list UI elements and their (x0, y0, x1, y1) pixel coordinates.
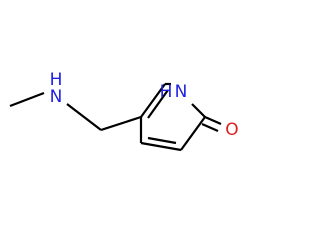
amine-nh-label: H N (50, 70, 63, 107)
amine-n-text: N (50, 87, 63, 107)
ring-n-text: N (175, 82, 188, 102)
bond-methyl-n (9, 91, 45, 108)
carbonyl-o-text: O (225, 120, 238, 140)
bond-c3-c4-inner (147, 136, 177, 145)
ring-h-text: H (160, 82, 173, 102)
bond-c5-c6-inner (147, 89, 169, 119)
bond-c5-c6 (140, 83, 166, 118)
amine-h-text: H (50, 70, 63, 90)
ring-nh-label: H N (160, 82, 188, 102)
bond-n-ch2 (66, 103, 102, 131)
bond-n1-c2 (191, 103, 206, 118)
structure-canvas: H N H N O (9, 70, 239, 152)
bond-ch2-ring (100, 115, 142, 132)
bond-c2-o (204, 115, 222, 126)
molecule-structure: H N H N O (9, 70, 239, 152)
bond-c2-o-second (201, 122, 219, 133)
bond-c3-c4 (140, 141, 182, 152)
bond-c2-c3 (180, 116, 206, 151)
